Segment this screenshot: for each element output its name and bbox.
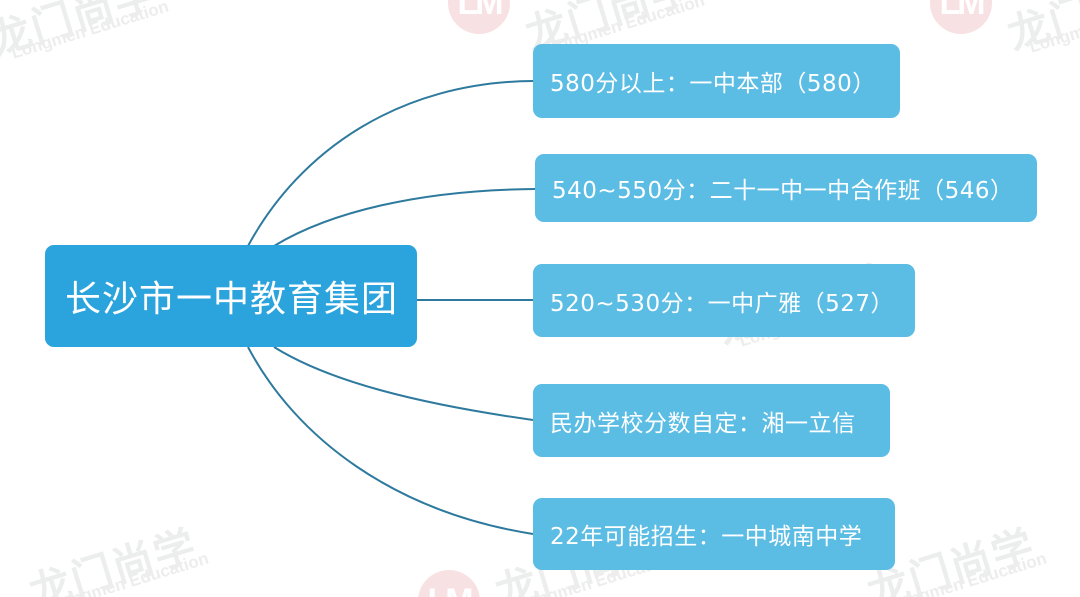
branch-node-1[interactable]: 580分以上：一中本部（580） <box>533 44 900 118</box>
watermark-lm-logo-icon: LM <box>418 570 480 597</box>
connector-to-branch-5 <box>247 346 534 535</box>
watermark-cn-text: 龙门尚学 <box>1002 0 1080 59</box>
watermark-lm-logo-icon: LM <box>448 0 510 34</box>
watermark-en-text: Longmen Education <box>887 548 1049 597</box>
watermark-en-text: Longmen Education <box>49 548 211 597</box>
branch-node-3[interactable]: 520~530分：一中广雅（527） <box>533 264 915 337</box>
watermark-cn-text: 龙门尚学 <box>0 0 163 65</box>
branch-node-2[interactable]: 540~550分：二十一中一中合作班（546） <box>535 154 1037 222</box>
watermark-lm-logo-icon: LM <box>930 0 992 34</box>
watermark-en-text: Longmen Education <box>9 0 171 63</box>
branch-node-5[interactable]: 22年可能招生：一中城南中学 <box>533 498 895 570</box>
connector-to-branch-1 <box>247 80 534 247</box>
watermark-en-text: Longmen Education <box>1027 0 1080 57</box>
branch-node-4[interactable]: 民办学校分数自定：湘一立信 <box>533 384 890 457</box>
connector-to-branch-4 <box>273 346 534 421</box>
root-node[interactable]: 长沙市一中教育集团 <box>45 245 417 347</box>
connector-to-branch-2 <box>273 188 536 247</box>
watermark-cn-text: 龙门尚学 <box>24 520 203 597</box>
